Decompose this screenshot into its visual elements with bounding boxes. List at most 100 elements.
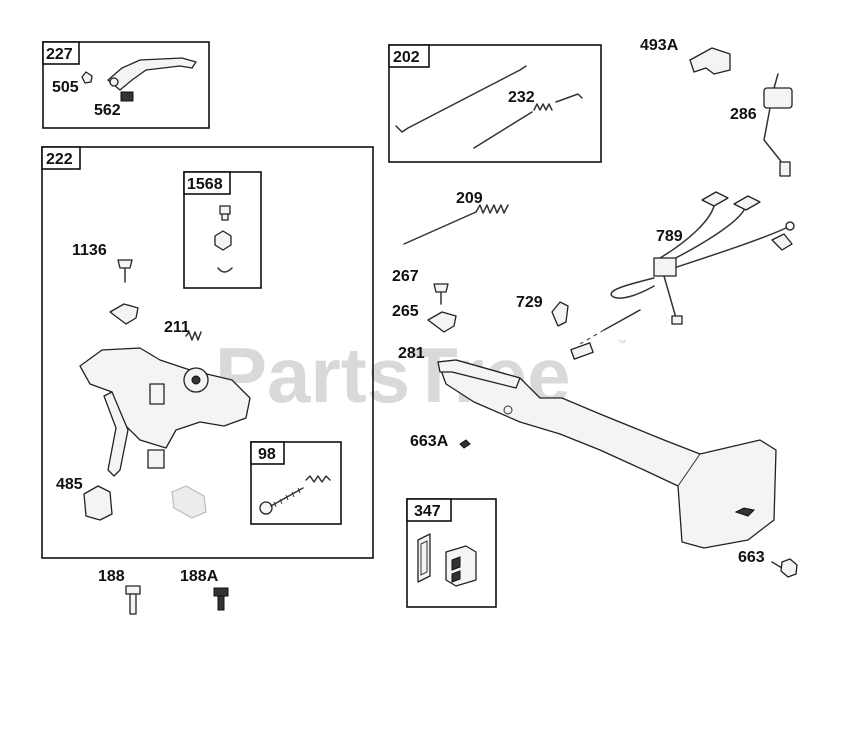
- rocker-switch-face-part: [451, 556, 461, 583]
- group-222-tag: [41, 146, 81, 170]
- ignition-tab-part: [773, 73, 779, 89]
- callout-211: 211: [164, 319, 190, 336]
- harness-wire-3-part: [667, 227, 787, 271]
- screw-1136-head-part: [117, 259, 133, 269]
- handle-slot-part: [734, 507, 756, 517]
- group-98-box: [250, 441, 342, 525]
- group-222[interactable]: 222 1568 98: [41, 146, 374, 559]
- harness-connector-1-part: [701, 191, 729, 207]
- bolt-188-head-part: [125, 585, 141, 595]
- harness-lead-part: [663, 275, 677, 319]
- bolt-188A-shaft-part: [217, 595, 225, 611]
- clip-265-part: [427, 311, 457, 333]
- group-202-box: [388, 44, 602, 163]
- connector-729-part: [551, 301, 569, 327]
- handle-hole-part: [503, 405, 513, 415]
- rocker-switch-part: [445, 545, 477, 587]
- bracket-tab-part: [149, 383, 165, 405]
- bolt-663-head-part: [780, 558, 798, 578]
- ignition-286[interactable]: [763, 73, 793, 177]
- callout-188A: 188A: [180, 568, 219, 585]
- group-98-label: 98: [258, 446, 276, 463]
- ignition-cap-part: [779, 161, 791, 177]
- bracket-493A-part: [689, 47, 731, 75]
- handle-edge-part: [677, 453, 701, 487]
- switch-bezel-inner-part: [420, 540, 428, 576]
- group-202[interactable]: 202: [388, 44, 602, 163]
- screw-663A-part: [459, 439, 471, 449]
- nut-part: [214, 230, 232, 251]
- harness-789[interactable]: [610, 191, 795, 325]
- group-227[interactable]: 227: [42, 41, 210, 129]
- harness-ring-terminal-part: [785, 221, 795, 231]
- harness-clip-part: [653, 257, 677, 277]
- callout-267: 267: [392, 268, 419, 285]
- bracket-clip-part: [147, 449, 165, 469]
- callout-789: 789: [656, 228, 683, 245]
- group-227-box: [42, 41, 210, 129]
- harness-wire-1-part: [659, 205, 715, 259]
- group-347-label: 347: [414, 503, 441, 520]
- screw-part: [219, 205, 231, 221]
- bolt-188[interactable]: [125, 585, 141, 615]
- handle-body-part: [437, 359, 777, 549]
- handle-grip-part: [437, 359, 521, 389]
- clip-562-part: [120, 91, 134, 102]
- spring-209-wire-part: [403, 211, 477, 245]
- nut-505-part: [81, 71, 93, 84]
- screw-head-part: [259, 501, 273, 515]
- lever-pivot-part: [109, 77, 119, 87]
- bolt-188A[interactable]: [213, 587, 229, 611]
- harness-terminal-part: [771, 233, 793, 251]
- boot-485-part: [83, 485, 113, 521]
- switch-bezel-part: [417, 533, 431, 583]
- callout-505: 505: [52, 79, 79, 96]
- group-202-label: 202: [393, 49, 420, 66]
- callout-286: 286: [730, 106, 757, 123]
- ghost-clip-part: [171, 485, 207, 519]
- callout-663: 663: [738, 549, 765, 566]
- callout-729: 729: [516, 294, 543, 311]
- screw-267-head-part: [433, 283, 449, 293]
- group-222-label: 222: [46, 151, 73, 168]
- clip-part: [109, 303, 139, 325]
- group-347-tag: [406, 498, 452, 522]
- callout-1136: 1136: [72, 242, 107, 259]
- group-227-label: 227: [46, 46, 73, 63]
- group-98[interactable]: 98: [250, 441, 342, 525]
- group-98-tag: [250, 441, 285, 465]
- callout-663A: 663A: [410, 433, 449, 450]
- callout-209: 209: [456, 190, 483, 207]
- spring-232-hook-part: [555, 93, 583, 103]
- spring-232-coil-part: [533, 103, 553, 111]
- stop-wire-sleeve-part: [570, 342, 594, 360]
- group-202-tag: [388, 44, 430, 68]
- group-347[interactable]: 347: [406, 498, 497, 608]
- group-222-box: [41, 146, 374, 559]
- ignition-body-part: [763, 87, 793, 109]
- group-1568-label: 1568: [187, 176, 223, 193]
- stop-wire-dashed-part: [579, 329, 605, 345]
- callout-188: 188: [98, 568, 125, 585]
- callout-232: 232: [508, 89, 535, 106]
- harness-loop-part: [610, 277, 655, 299]
- handle-281[interactable]: [437, 359, 777, 549]
- watermark-trademark: ™: [617, 338, 626, 348]
- harness-end-part: [671, 315, 683, 325]
- harness-connector-2-part: [733, 195, 761, 211]
- e-clip-part: [217, 267, 233, 273]
- bolt-188-shaft-part: [129, 593, 137, 615]
- control-knob-center-part: [191, 375, 201, 385]
- group-1568[interactable]: 1568: [183, 171, 262, 289]
- callout-493A: 493A: [640, 37, 679, 54]
- bolt-188A-head-part: [213, 587, 229, 597]
- callout-485: 485: [56, 476, 83, 493]
- spring-232-wire-part: [473, 111, 533, 149]
- bracket-arm-part: [103, 391, 129, 477]
- group-227-tag: [42, 41, 80, 65]
- spring-211-part: [185, 331, 202, 341]
- throttle-lever-part: [107, 57, 197, 91]
- group-1568-tag: [183, 171, 231, 195]
- spring-98-part: [305, 475, 331, 483]
